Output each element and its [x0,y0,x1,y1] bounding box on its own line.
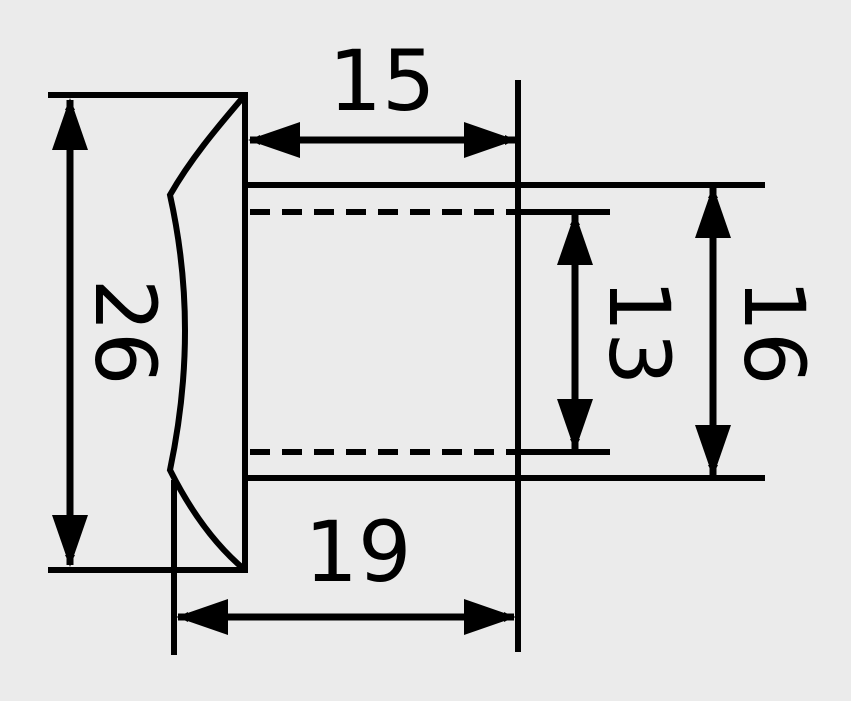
height-26-arrow-bottom [52,515,88,567]
diameter-16-arrow-top [695,186,731,238]
diameter-13-arrow-top [557,213,593,265]
diameter-13-arrow-bottom [557,399,593,451]
length-19-arrow-right [464,599,516,635]
head-curved-profile [166,93,248,573]
label-19: 19 [305,503,412,601]
height-26-arrow-top [52,98,88,150]
label-15: 15 [329,32,436,130]
label-16: 16 [725,279,823,386]
diameter-16-arrow-bottom [695,425,731,477]
length-19-arrow-left [176,599,228,635]
label-13: 13 [590,279,688,386]
length-15-arrow-right [464,122,516,158]
length-15-arrow-left [248,122,300,158]
label-26: 26 [76,279,174,386]
